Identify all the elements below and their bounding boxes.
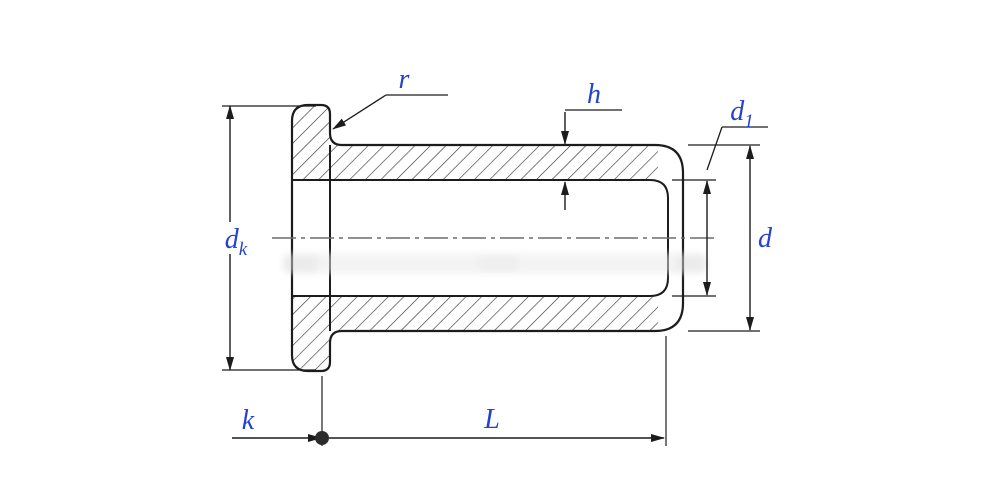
dim-label-h: h (587, 79, 601, 110)
hatch-wall-top (330, 145, 658, 180)
hatch-wall-bottom (330, 296, 658, 331)
r-leader-line (332, 94, 387, 130)
hatch-head-top-lobe (292, 105, 330, 180)
hatch-head-bottom-lobe (292, 296, 330, 371)
dimension-L: L (315, 336, 667, 446)
watermark (282, 253, 708, 274)
dim-label-dk: dk (225, 224, 248, 260)
dk-label-background (215, 222, 257, 254)
dim-label-d: d (758, 223, 773, 254)
dimension-k: k (232, 376, 323, 446)
dimension-d: d (688, 144, 773, 332)
d1-connector-line (706, 126, 723, 171)
rivet-outer-outline (290, 103, 685, 373)
dimension-dk: dk (215, 105, 316, 371)
dim-label-k: k (242, 405, 255, 436)
dimension-d1: d1 (672, 96, 768, 297)
dimension-r: r (332, 64, 448, 130)
datum-dot (315, 431, 329, 445)
dimension-h: h (561, 79, 622, 210)
dim-label-L: L (483, 404, 500, 435)
dim-label-r: r (399, 64, 410, 95)
dim-label-d1: d1 (730, 96, 754, 132)
